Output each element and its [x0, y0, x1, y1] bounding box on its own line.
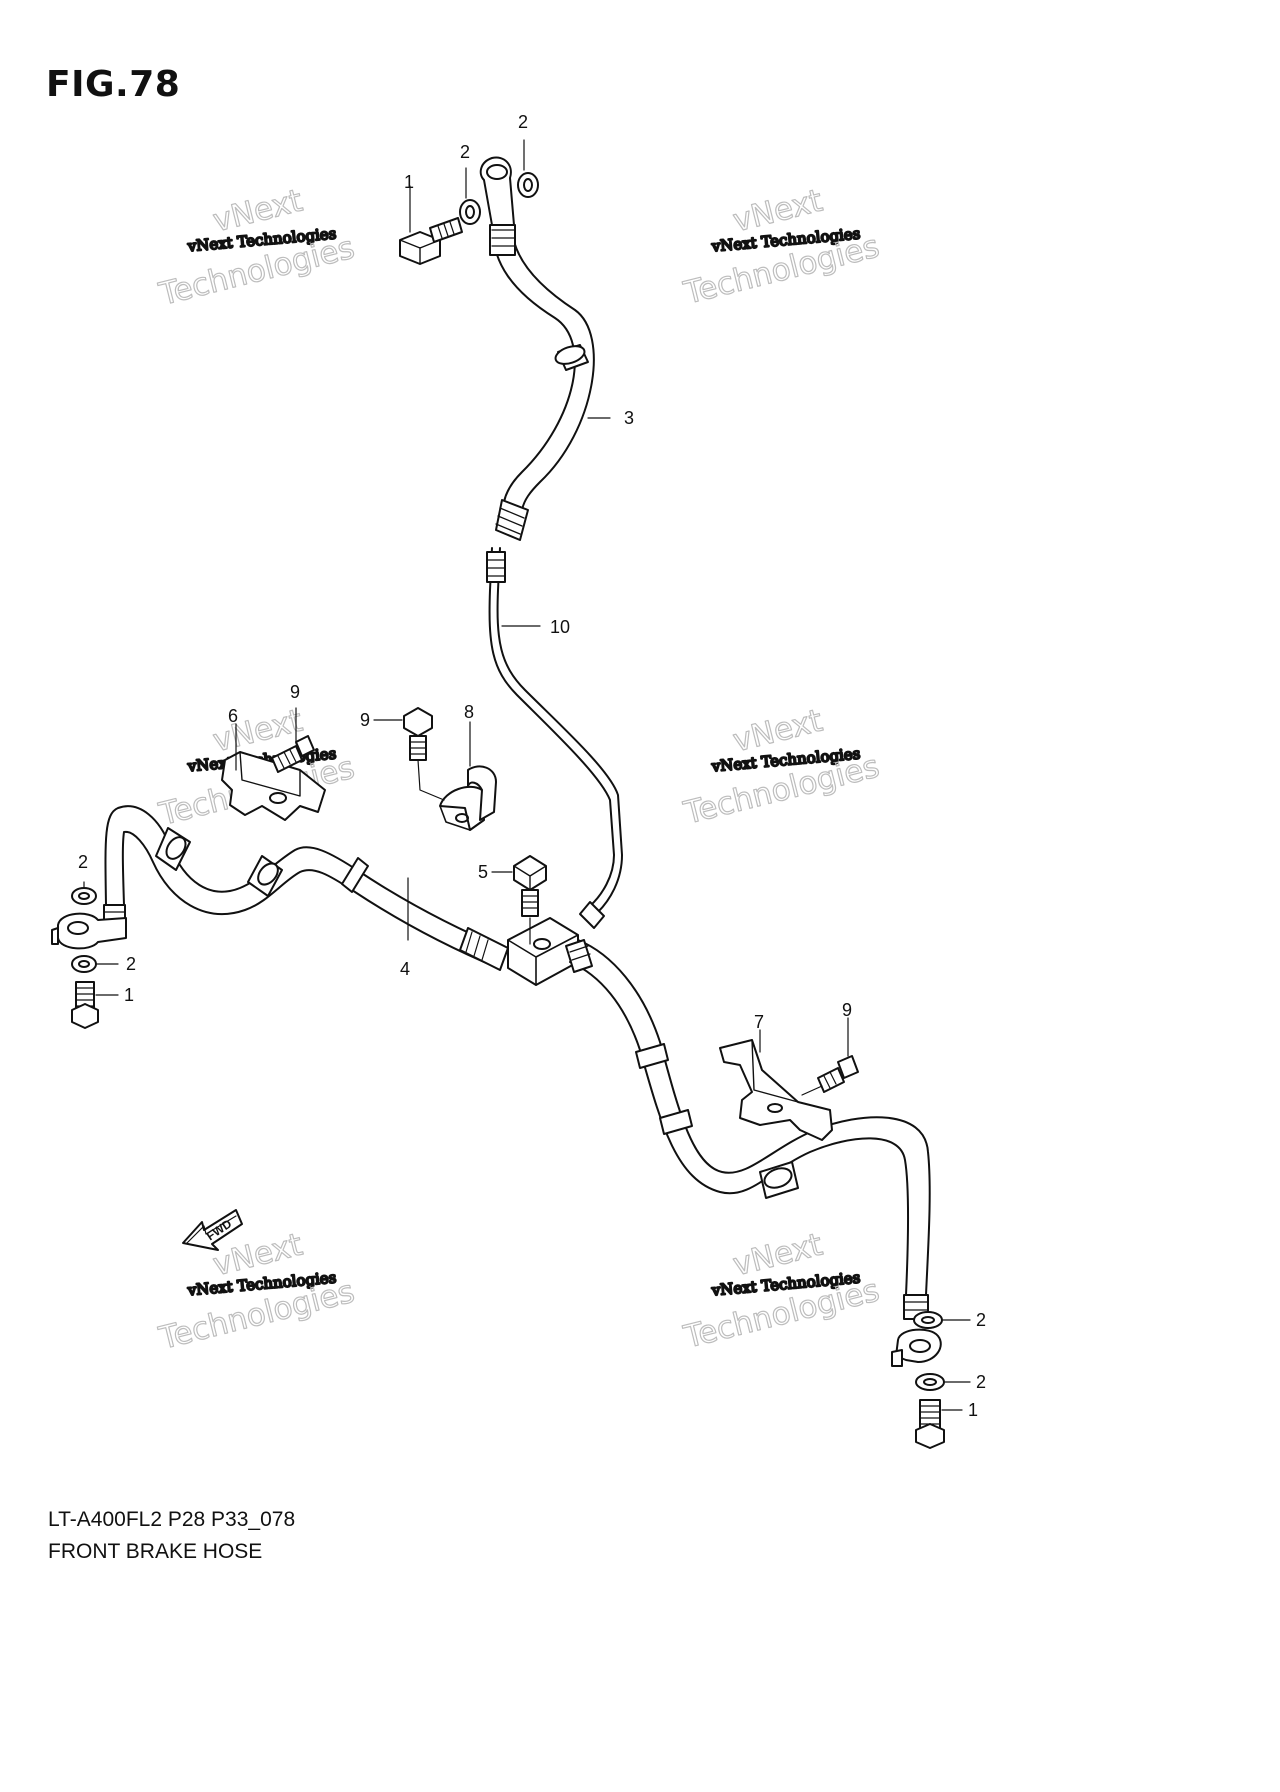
callout-10: 10 — [550, 617, 570, 637]
bolt-bracket-right — [817, 1055, 859, 1093]
brake-pipe — [486, 547, 623, 929]
washer-right-lower — [915, 1373, 945, 1391]
callout-9-right: 9 — [842, 1000, 852, 1020]
callout-5: 5 — [478, 862, 488, 882]
callout-2-right-a: 2 — [976, 1310, 986, 1330]
callout-8: 8 — [464, 702, 474, 722]
bolt-joint — [513, 855, 547, 917]
banjo-bolt-top — [399, 217, 463, 265]
callout-4: 4 — [400, 959, 410, 979]
banjo-bolt-right — [915, 1399, 945, 1449]
right-brake-hose — [565, 939, 931, 1320]
callout-1-top: 1 — [404, 172, 414, 192]
watermark-bottom-left: vNext vNext Technologies Technologies — [154, 1226, 358, 1358]
washer-left-lower — [71, 955, 97, 973]
washer-right-upper — [913, 1311, 943, 1329]
callout-7: 7 — [754, 1012, 764, 1032]
callout-3: 3 — [624, 408, 634, 428]
callout-2-left-b: 2 — [126, 954, 136, 974]
figure-title: FIG.78 — [46, 64, 181, 105]
callout-2-left-a: 2 — [78, 852, 88, 872]
callout-9-mid: 9 — [360, 710, 370, 730]
watermark-top-left: vNext vNext Technologies Technologies — [154, 182, 358, 314]
banjo-fitting-right — [891, 1328, 942, 1367]
callout-2-right-b: 2 — [976, 1372, 986, 1392]
callout-2-top-a: 2 — [460, 142, 470, 162]
watermark-bottom-right: vNext vNext Technologies Technologies — [679, 1226, 883, 1356]
washer-top-left — [459, 199, 481, 225]
callout-numbers: 1 2 2 3 10 6 9 9 8 5 2 2 1 4 7 9 2 2 1 — [78, 112, 986, 1420]
banjo-bolt-left — [71, 981, 99, 1029]
washer-left-upper — [71, 887, 97, 905]
hose-clamp — [439, 765, 497, 831]
watermark-mid-right: vNext vNext Technologies Technologies — [679, 702, 883, 832]
callout-9-left: 9 — [290, 682, 300, 702]
watermark-top-right: vNext vNext Technologies Technologies — [679, 182, 883, 312]
callout-6: 6 — [228, 706, 238, 726]
bolt-clamp — [403, 707, 433, 761]
model-code: LT-A400FL2 P28 P33_078 — [48, 1508, 296, 1531]
hose-bracket-left — [221, 751, 326, 821]
callout-1-left: 1 — [124, 985, 134, 1005]
upper-brake-hose — [479, 156, 595, 541]
leader-lines — [83, 139, 971, 1411]
banjo-fitting-left — [51, 912, 127, 950]
bolt-bracket-left — [271, 735, 315, 773]
hose-bracket-right — [719, 1039, 833, 1141]
figure-caption: FRONT BRAKE HOSE — [48, 1540, 263, 1563]
callout-1-right: 1 — [968, 1400, 978, 1420]
washer-top-right — [517, 172, 539, 198]
callout-2-top-b: 2 — [518, 112, 528, 132]
